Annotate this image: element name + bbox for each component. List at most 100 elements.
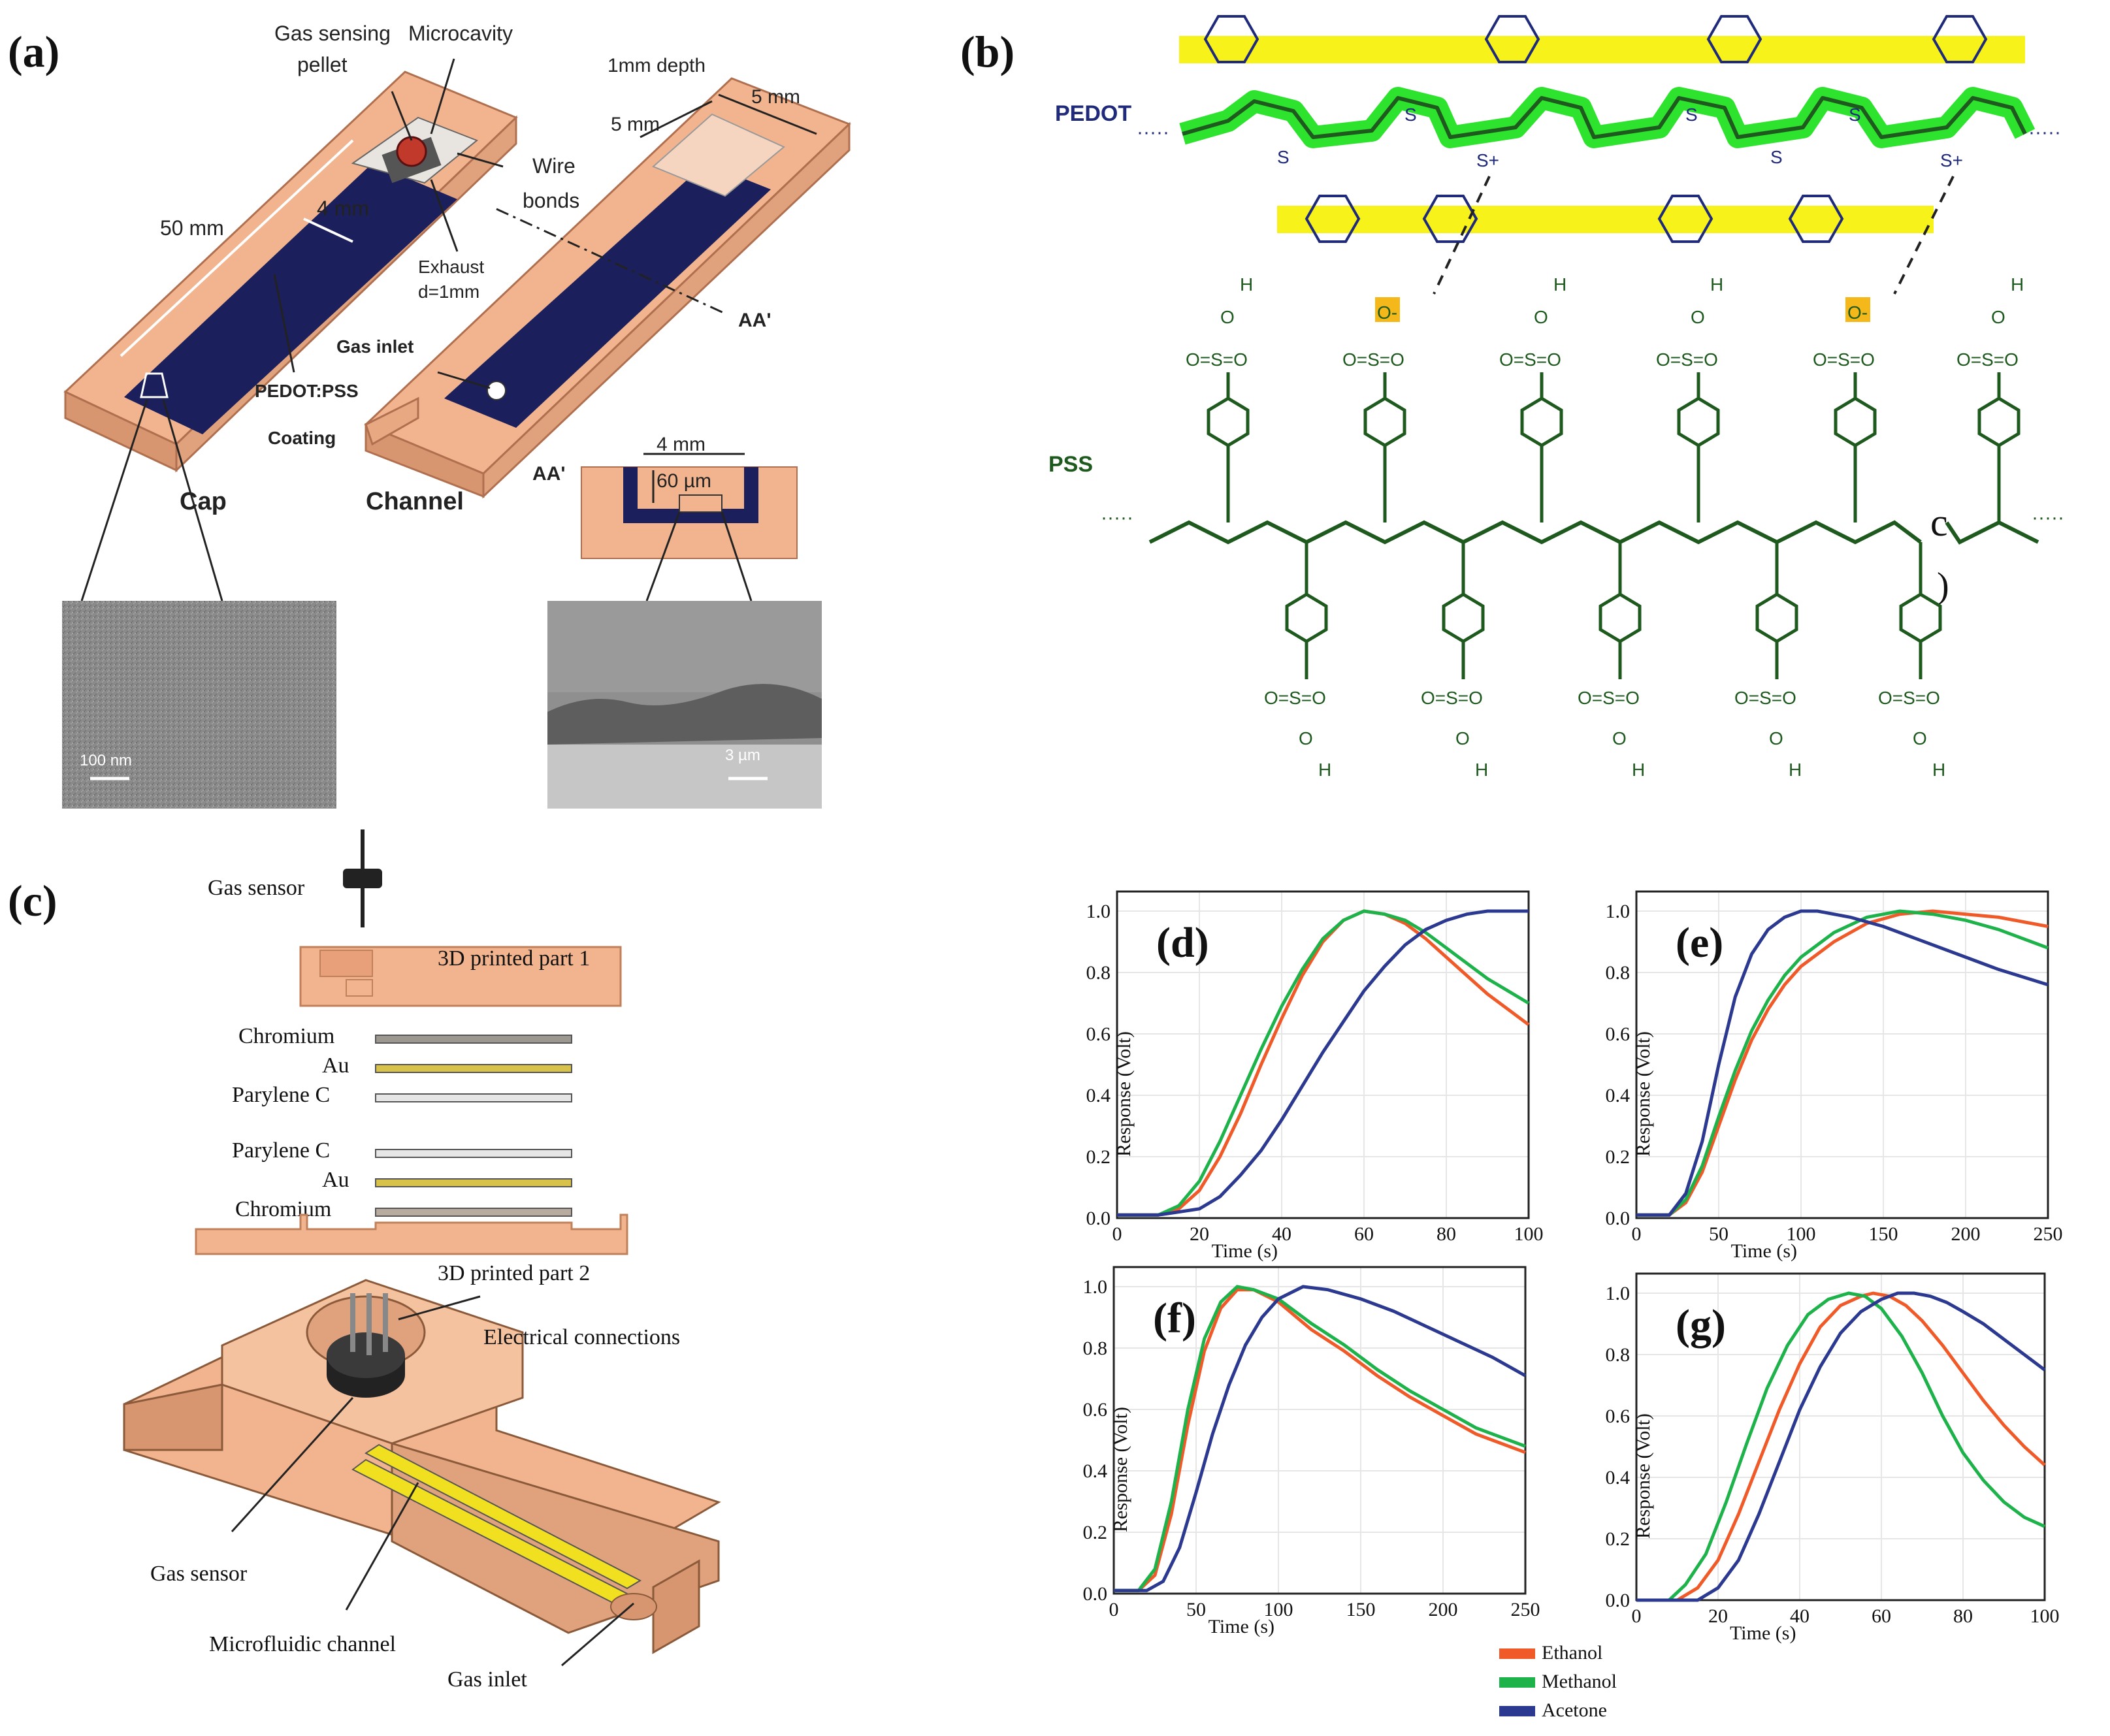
sulfonate-bottom-2: O=S=O (1421, 688, 1483, 708)
cross-section-aa: AA' 4 mm 60 µm (532, 434, 798, 602)
y-tick-label: 0.2 (1606, 1146, 1631, 1168)
chart-panel-label: (f) (1153, 1294, 1196, 1342)
pss-backbone (1148, 520, 1922, 545)
chart-panel-label: (g) (1676, 1301, 1726, 1349)
label-chromium-top: Chromium (238, 1024, 334, 1048)
layer-chromium-bottom (375, 1208, 572, 1217)
x-tick-label: 100 (1514, 1223, 1544, 1245)
x-tick-label: 0 (1109, 1599, 1119, 1620)
oxygen-bottom-4: O (1769, 728, 1783, 748)
sem-image-right: 3 µm (547, 601, 822, 809)
sulfur-3: S (1685, 104, 1698, 125)
panel-a-label: (a) (8, 27, 60, 76)
hydrogen-top-6: H (2011, 274, 2024, 295)
x-tick-label: 40 (1790, 1605, 1810, 1627)
hydrogen-top-4: H (1710, 274, 1723, 295)
x-tick-label: 250 (2034, 1223, 2063, 1245)
y-tick-label: 0.4 (1606, 1467, 1631, 1488)
x-tick-label: 20 (1708, 1605, 1728, 1627)
highlight-top (1179, 36, 2025, 63)
y-tick-label: 0.8 (1086, 962, 1111, 984)
sulfonate-bottom-5: O=S=O (1878, 688, 1940, 708)
x-tick-label: 150 (1346, 1599, 1376, 1620)
y-tick-label: 1.0 (1086, 901, 1111, 922)
label-au-top: Au (322, 1053, 349, 1078)
legend-swatch-ethanol (1499, 1648, 1535, 1659)
highlight-bottom (1277, 206, 1934, 233)
label-au-bottom: Au (322, 1168, 349, 1192)
series-line-methanol (1636, 909, 2049, 1217)
chart-frame (1635, 1272, 2046, 1601)
label-5mm-b: 5 mm (611, 114, 660, 135)
x-tick-label: 80 (1953, 1605, 1973, 1627)
x-tick-label: 0 (1632, 1605, 1642, 1627)
oxygen-minus-2: O- (1847, 302, 1868, 323)
series-line-methanol (1636, 1291, 2046, 1602)
label-gas-inlet-c: Gas inlet (447, 1667, 527, 1692)
chart-frame (1635, 890, 2049, 1219)
series-line-ethanol (1636, 909, 2049, 1217)
sulfonate-bottom-4: O=S=O (1734, 688, 1796, 708)
label-part2: 3D printed part 2 (438, 1261, 590, 1285)
label-5mm-a: 5 mm (751, 86, 800, 108)
series-line-acetone (1636, 909, 2049, 1217)
x-tick-label: 0 (1112, 1223, 1122, 1245)
sulfur-plus-1: S+ (1476, 150, 1499, 170)
legend-label-ethanol: Ethanol (1542, 1642, 1602, 1664)
y-axis-label: Response (Volt) (1632, 1031, 1654, 1157)
hydrogen-top-3: H (1553, 274, 1566, 295)
legend-label-acetone: Acetone (1542, 1699, 1607, 1721)
x-tick-label: 60 (1872, 1605, 1891, 1627)
y-tick-label: 1.0 (1083, 1276, 1108, 1298)
chart-panel-label: (d) (1156, 919, 1209, 967)
label-electrical: Electrical connections (483, 1325, 680, 1349)
label-parylene-bottom: Parylene C (232, 1138, 330, 1163)
y-tick-label: 1.0 (1606, 901, 1631, 922)
x-tick-label: 150 (1869, 1223, 1898, 1245)
layer-au-bottom (375, 1178, 572, 1187)
label-exhaust-2: d=1mm (418, 281, 479, 302)
label-gas-sensor-top: Gas sensor (208, 876, 305, 900)
y-tick-label: 0.0 (1083, 1583, 1108, 1605)
label-xs-4mm: 4 mm (657, 434, 706, 455)
label-gas-sensing-pellet-2: pellet (297, 53, 348, 76)
oxygen-top-3: O (1534, 307, 1548, 327)
oxygen-bottom-2: O (1455, 728, 1470, 748)
y-axis-label: Response (Volt) (1632, 1413, 1654, 1539)
printed-part-2 (195, 1214, 628, 1255)
label-wire-bonds-2: bonds (523, 189, 579, 212)
y-tick-label: 1.0 (1606, 1283, 1631, 1304)
series-line-methanol (1114, 1285, 1526, 1592)
x-tick-label: 50 (1186, 1599, 1206, 1620)
label-gas-inlet: Gas inlet (336, 336, 414, 357)
y-tick-label: 0.0 (1606, 1590, 1631, 1611)
y-tick-label: 0.8 (1606, 1344, 1631, 1366)
label-exhaust-1: Exhaust (418, 257, 484, 277)
hydrogen-bottom-5: H (1932, 760, 1945, 780)
y-tick-label: 0.2 (1086, 1146, 1111, 1168)
x-axis-label: Time (s) (1730, 1622, 1796, 1644)
x-tick-label: 60 (1354, 1223, 1374, 1245)
label-4mm: 4 mm (317, 197, 369, 220)
series-line-acetone (1117, 909, 1529, 1217)
label-part1: 3D printed part 1 (438, 946, 590, 971)
layer-au-top (375, 1064, 572, 1073)
chart-frame (1116, 890, 1530, 1219)
oxygen-top-6: O (1991, 307, 2005, 327)
x-tick-label: 200 (1429, 1599, 1458, 1620)
sem-image-left (62, 601, 336, 809)
oxygen-top-1: O (1220, 307, 1235, 327)
label-pss-dots-left: ····· (1101, 507, 1133, 528)
x-tick-label: 100 (1264, 1599, 1293, 1620)
x-axis-label: Time (s) (1212, 1240, 1278, 1262)
sulfonate-top-2: O=S=O (1342, 349, 1404, 370)
sulfur-1: S (1277, 147, 1290, 167)
y-tick-label: 0.4 (1606, 1085, 1631, 1106)
gas-sensing-pellet (396, 136, 427, 167)
hydrogen-bottom-2: H (1475, 760, 1488, 780)
series-line-acetone (1636, 1291, 2046, 1602)
x-tick-label: 100 (1787, 1223, 1816, 1245)
layer-parylene-top (375, 1093, 572, 1102)
x-tick-label: 50 (1709, 1223, 1729, 1245)
